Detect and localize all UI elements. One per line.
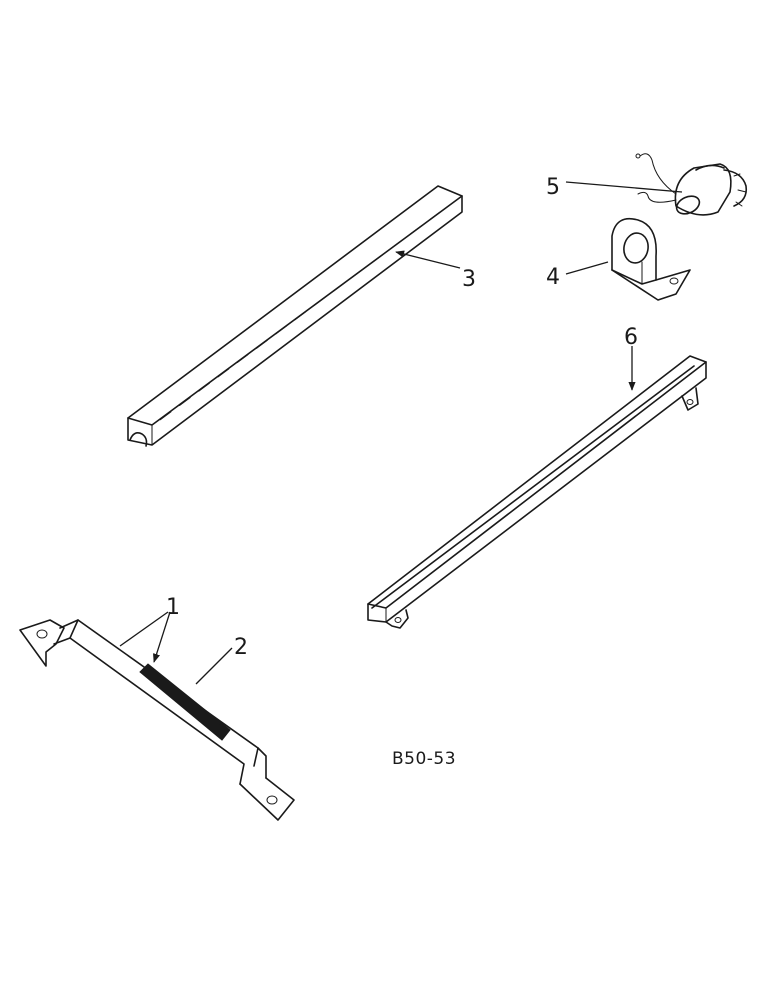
leader-4 — [565, 261, 609, 275]
part-2-grip — [139, 663, 231, 741]
callout-1: 1 — [166, 595, 180, 620]
part-4-bracket — [611, 217, 691, 301]
callout-5: 5 — [546, 175, 560, 200]
callout-3: 3 — [462, 267, 476, 292]
leader-1a — [119, 611, 169, 647]
part-3-rail — [127, 185, 463, 447]
callout-6: 6 — [624, 325, 638, 350]
leader-3 — [395, 250, 461, 269]
callout-2: 2 — [234, 635, 248, 660]
callout-4: 4 — [546, 265, 560, 290]
leader-2 — [195, 647, 233, 685]
part-5-socket — [635, 153, 748, 216]
part-6-channel-rail — [367, 355, 707, 629]
part-1-handle — [19, 619, 295, 821]
leader-5 — [565, 181, 683, 193]
leader-1b — [153, 611, 171, 663]
figure-reference: B50-53 — [392, 749, 456, 769]
